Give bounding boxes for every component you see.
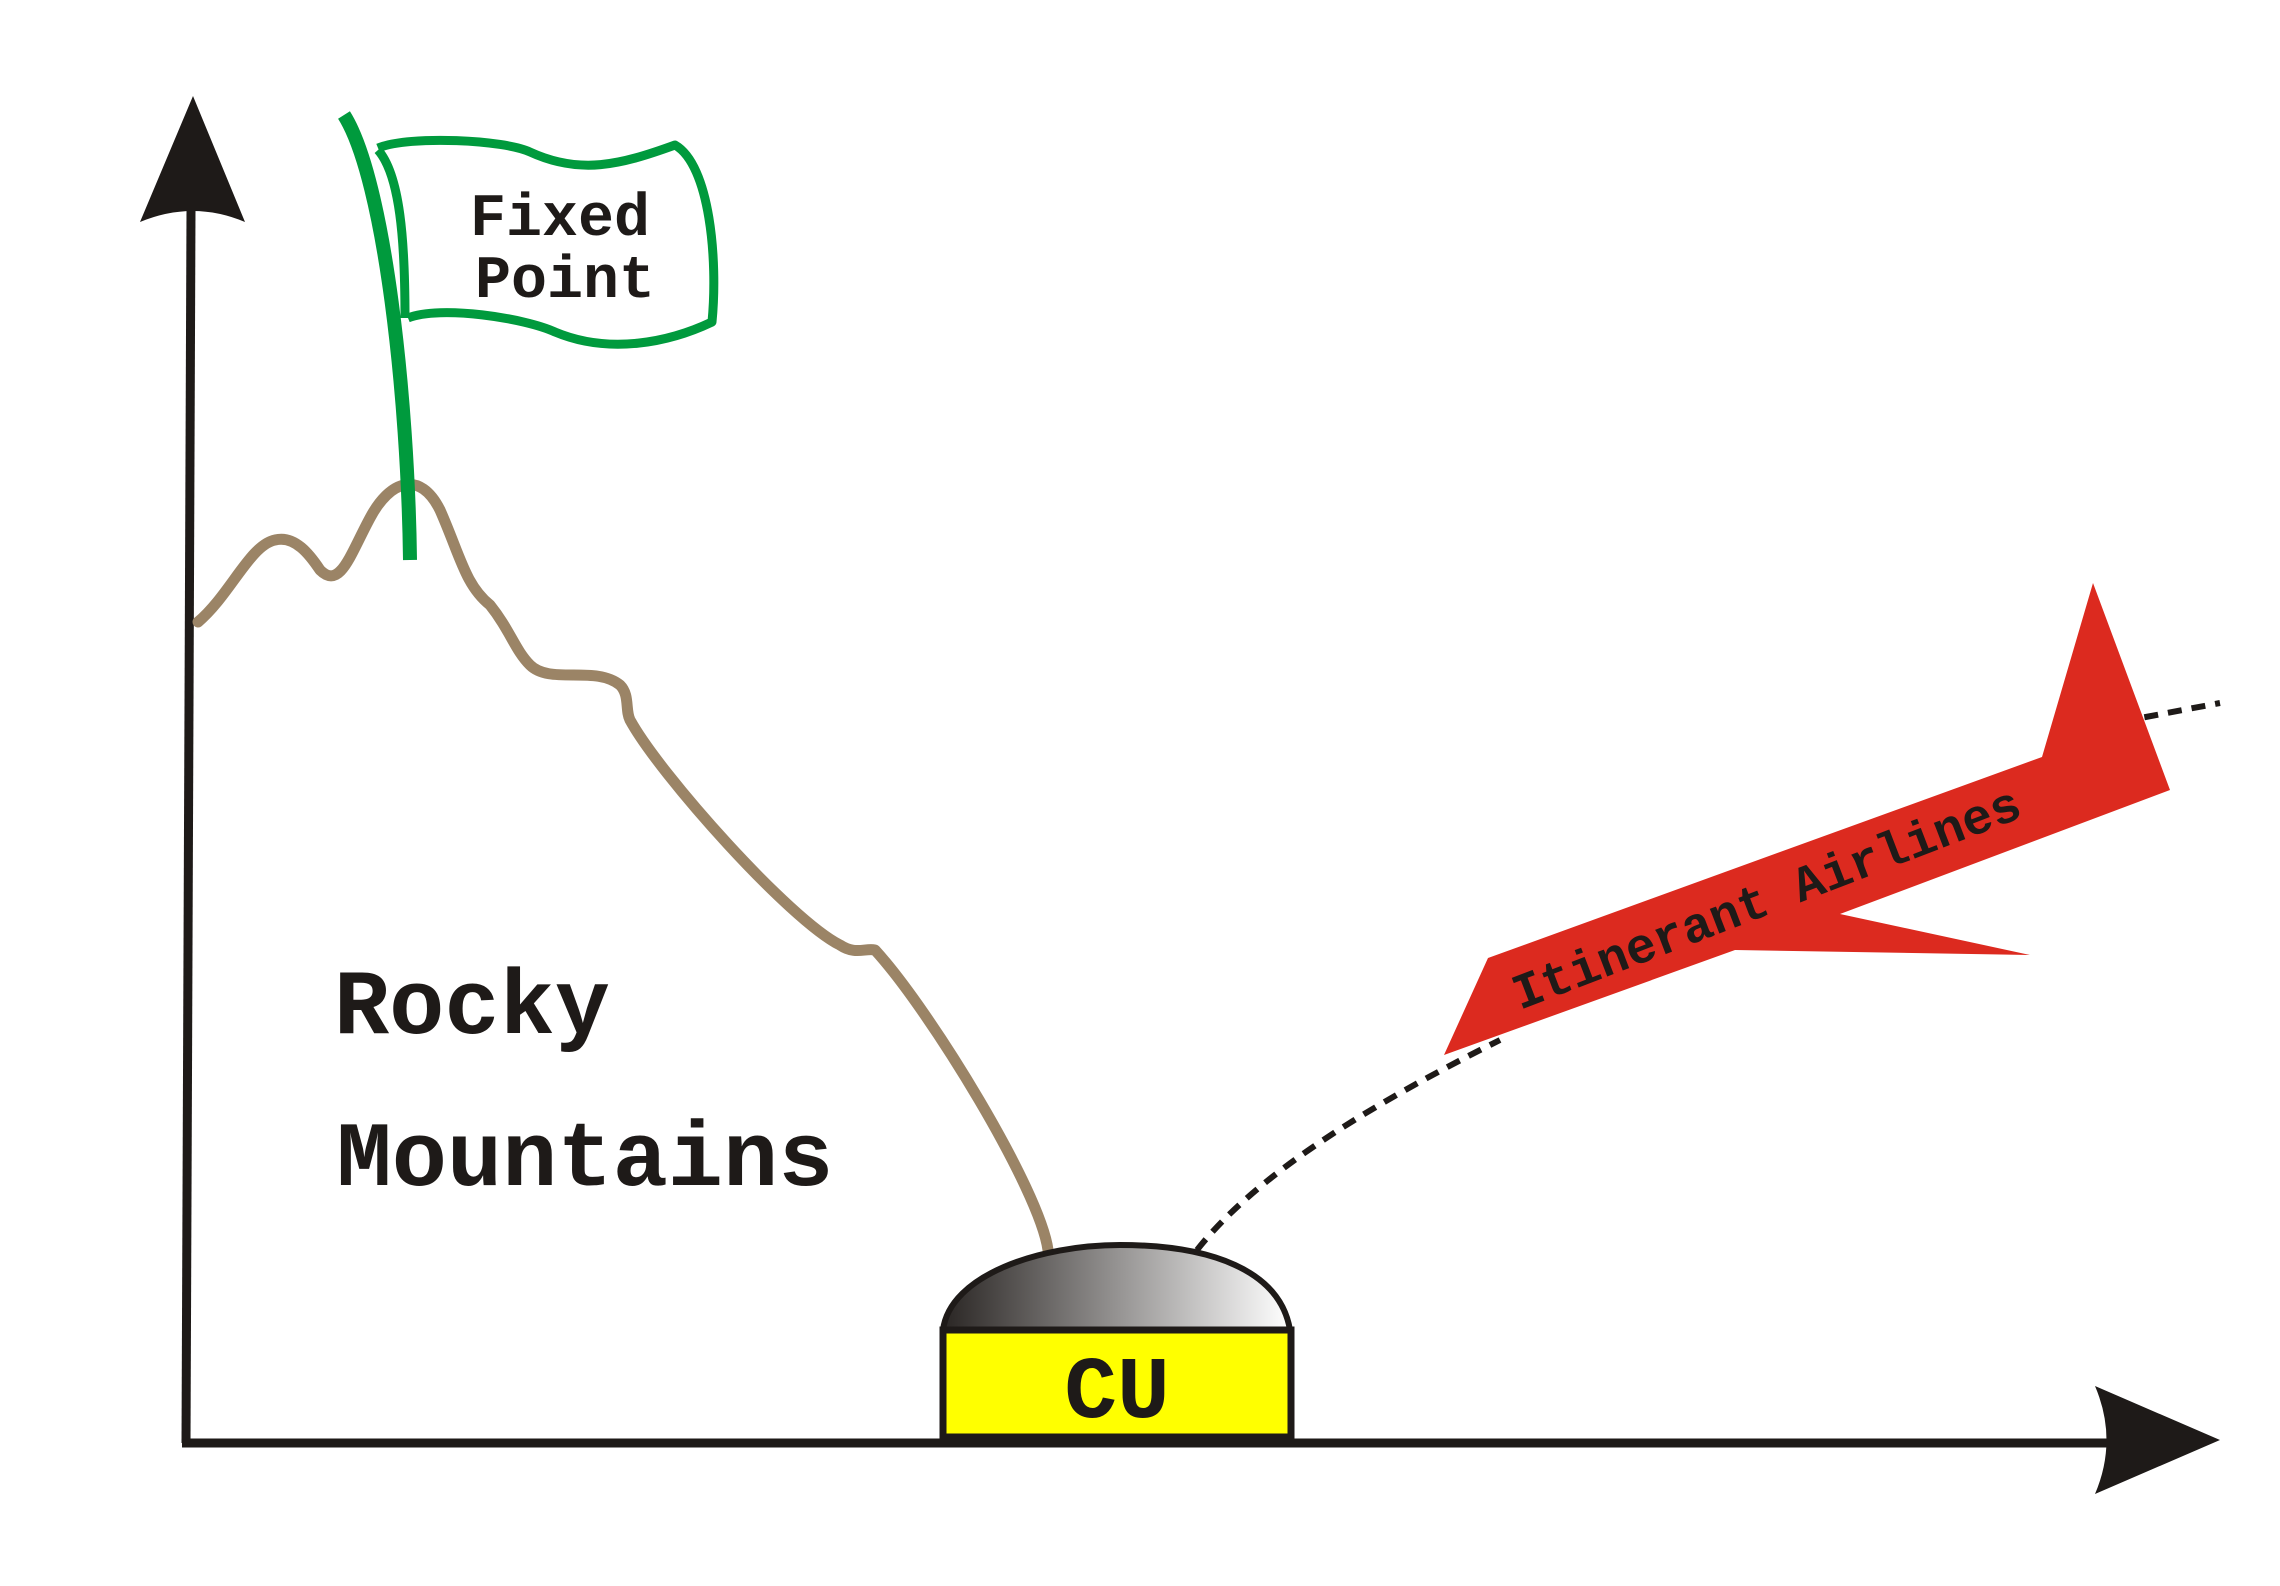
airplane-body [1444, 583, 2170, 1055]
flag-label-line2: Point [475, 248, 655, 316]
mountain-label-line2: Mountains [337, 1108, 834, 1213]
flag-label-line1: Fixed [470, 186, 650, 254]
flag-cloth [376, 135, 719, 349]
flag-pole [338, 111, 417, 561]
airplane-label: Itinerant Airlines [1505, 778, 2030, 1025]
dome-label: CU [1064, 1345, 1170, 1444]
flag-icon: Fixed Point [338, 111, 719, 561]
dome-base [939, 1326, 1295, 1441]
dome-icon: CU [939, 1241, 1295, 1444]
y-axis-line [181, 209, 196, 1444]
mountain-outline [192, 478, 1054, 1256]
mountain-label-line1: Rocky [334, 956, 610, 1061]
mountain-icon: Rocky Mountains [192, 478, 1054, 1256]
x-axis-arrowhead [2095, 1386, 2220, 1494]
dome-top [939, 1241, 1294, 1333]
y-axis-arrowhead [140, 96, 245, 222]
airplane-icon: Itinerant Airlines [1444, 583, 2170, 1055]
axes [140, 96, 2220, 1494]
flag-cloth-fold [374, 147, 410, 319]
